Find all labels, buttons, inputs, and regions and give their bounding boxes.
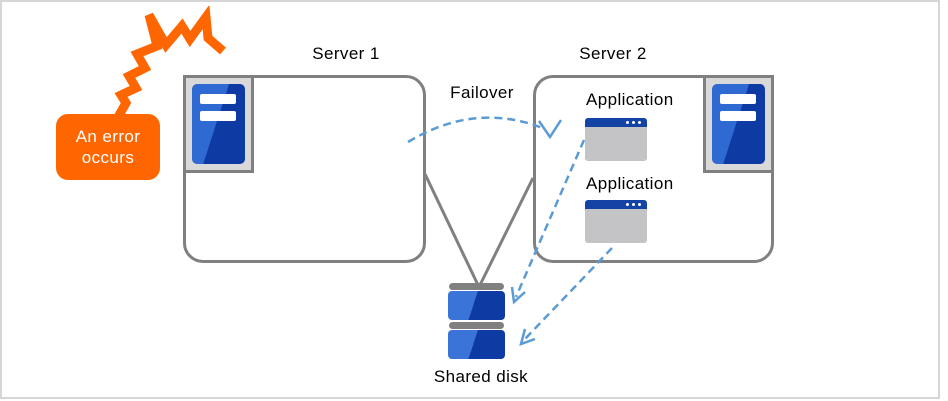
server1-server-icon bbox=[183, 75, 254, 173]
server-slot-icon bbox=[200, 94, 236, 104]
server-slot-icon bbox=[720, 111, 756, 121]
window-dot-icon bbox=[638, 203, 641, 206]
application1-label: Application bbox=[586, 90, 674, 109]
window-body bbox=[585, 209, 647, 243]
window-dot-icon bbox=[626, 203, 629, 206]
disk-module bbox=[448, 330, 505, 359]
server-slot-icon bbox=[720, 94, 756, 104]
error-callout-line2: occurs bbox=[81, 148, 135, 167]
server1-label: Server 1 bbox=[312, 44, 380, 63]
application2-label: Application bbox=[586, 174, 674, 193]
server2-server-icon bbox=[703, 75, 774, 173]
window-titlebar bbox=[585, 200, 647, 209]
server-tower-icon bbox=[712, 84, 765, 164]
server-tower-icon bbox=[192, 84, 245, 164]
server-slot-icon bbox=[200, 111, 236, 121]
disk-module bbox=[448, 291, 505, 320]
window-body bbox=[585, 127, 647, 161]
window-dot-icon bbox=[626, 121, 629, 124]
application1-window-icon bbox=[585, 118, 647, 161]
explosion-icon bbox=[114, 6, 226, 120]
disk-cap bbox=[449, 322, 504, 329]
error-callout-line1: An error bbox=[75, 126, 141, 146]
shared-disk-label: Shared disk bbox=[433, 367, 529, 386]
window-dot-icon bbox=[632, 121, 635, 124]
window-titlebar bbox=[585, 118, 647, 127]
window-dot-icon bbox=[632, 203, 635, 206]
error-callout: An error occurs bbox=[56, 114, 160, 180]
shared-disk-icon bbox=[448, 281, 505, 360]
failover-label: Failover bbox=[450, 83, 514, 102]
server2-label: Server 2 bbox=[579, 44, 647, 63]
application2-window-icon bbox=[585, 200, 647, 243]
disk-cap bbox=[449, 283, 504, 290]
window-dot-icon bbox=[638, 121, 641, 124]
